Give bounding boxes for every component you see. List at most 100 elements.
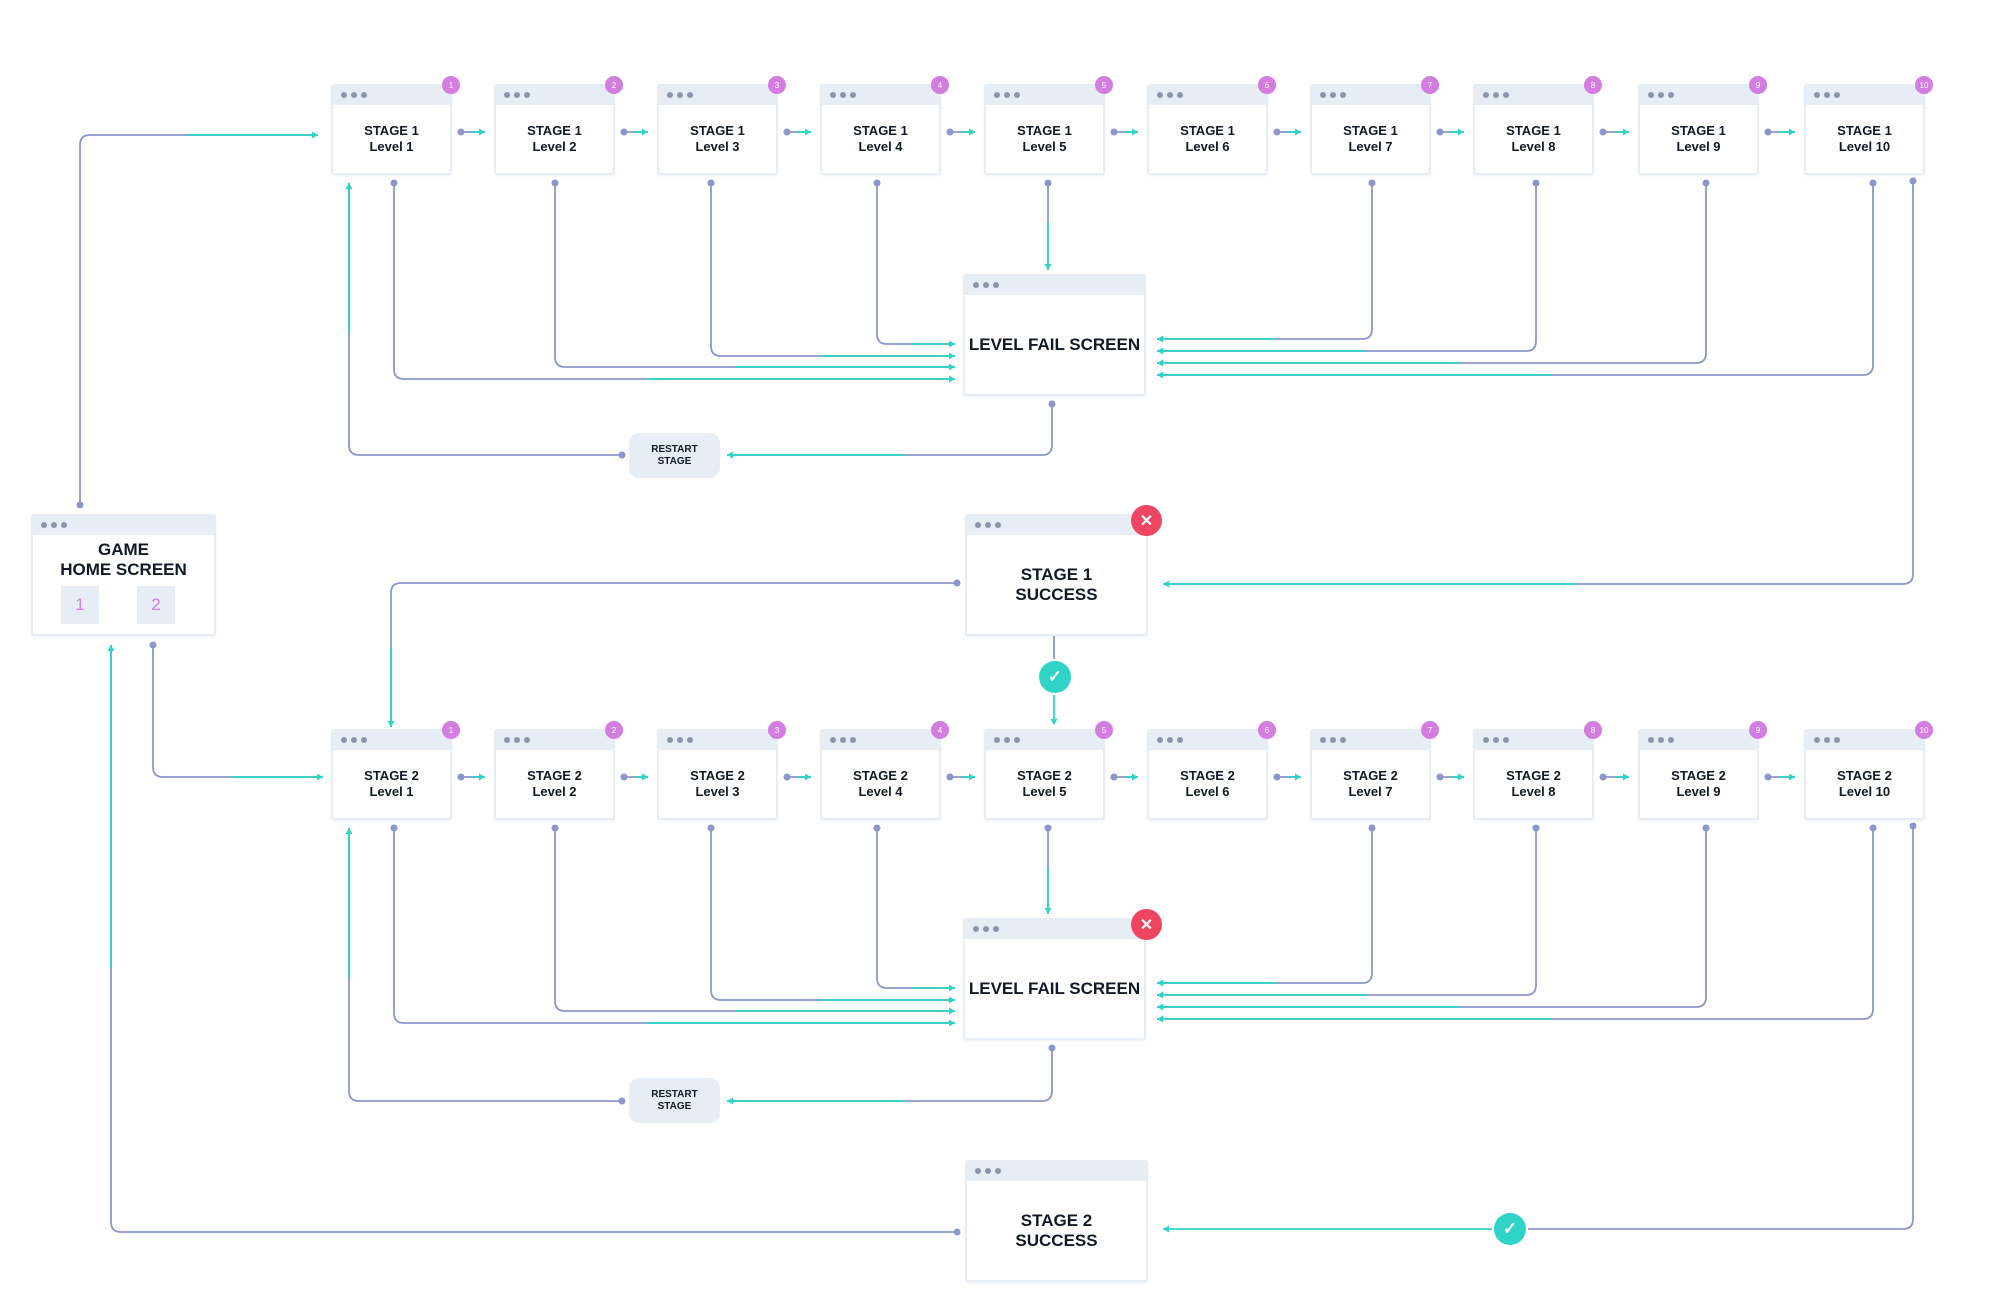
window-dots-icon xyxy=(504,92,530,98)
connector-line xyxy=(348,828,622,1102)
game-home-screen[interactable]: GAME HOME SCREEN 1 2 xyxy=(31,514,216,636)
window-header xyxy=(659,731,776,750)
connector-line xyxy=(1157,828,1707,1008)
stage-2-restart-stage-button[interactable]: RESTART STAGE xyxy=(629,1078,720,1123)
level-number-badge: 10 xyxy=(1915,721,1933,739)
level-number-badge: 8 xyxy=(1584,721,1602,739)
stage-2-button[interactable]: 2 xyxy=(137,586,175,624)
level-number-badge: 9 xyxy=(1749,76,1767,94)
connector-line xyxy=(1157,828,1373,984)
level-stage-label: STAGE 1 xyxy=(1837,123,1892,138)
connector-arrowhead xyxy=(1132,773,1138,781)
level-label: Level 5 xyxy=(1022,784,1067,799)
window-header xyxy=(965,920,1144,939)
window-header xyxy=(967,1162,1146,1181)
stage-2-level-fail-screen[interactable]: LEVEL FAIL SCREEN xyxy=(963,918,1146,1040)
connector-arrowhead xyxy=(949,1007,955,1015)
level-label: Level 9 xyxy=(1676,139,1721,154)
level-stage-label: STAGE 1 xyxy=(1343,123,1398,138)
level-stage-label: STAGE 2 xyxy=(1180,768,1235,783)
level-number-badge: 7 xyxy=(1421,76,1439,94)
level-label: Level 1 xyxy=(369,784,414,799)
level-stage-label: STAGE 2 xyxy=(1343,768,1398,783)
level-stage-label: STAGE 2 xyxy=(1837,768,1892,783)
connector-line xyxy=(1157,828,1537,996)
restart-label-line1: RESTART xyxy=(651,443,698,455)
level-label: Level 9 xyxy=(1676,784,1721,799)
connector-line xyxy=(710,183,955,357)
level-label: Level 5 xyxy=(1022,139,1067,154)
connector-line xyxy=(1157,183,1707,364)
level-number-badge: 3 xyxy=(768,721,786,739)
success-line1: STAGE 2 xyxy=(1020,1210,1093,1230)
stage-1-level-fail-screen[interactable]: LEVEL FAIL SCREEN xyxy=(963,274,1146,396)
connector-arrowhead xyxy=(1157,335,1163,343)
level-label: Level 2 xyxy=(532,139,577,154)
connector-line xyxy=(876,183,955,345)
connector-line xyxy=(393,828,955,1024)
window-header xyxy=(967,516,1146,535)
connector-arrowhead xyxy=(345,828,353,834)
window-header xyxy=(496,86,613,105)
connector-line xyxy=(1157,183,1537,352)
connector-line xyxy=(727,404,1053,456)
connector-arrowhead xyxy=(387,721,395,727)
success-line2: SUCCESS xyxy=(1015,1230,1098,1250)
home-title: GAME HOME SCREEN xyxy=(33,540,214,580)
level-number-badge: 4 xyxy=(931,721,949,739)
window-header xyxy=(1640,731,1757,750)
connector-arrowhead xyxy=(1295,128,1301,136)
connector-line xyxy=(79,134,318,505)
connector-arrowhead xyxy=(1163,1225,1169,1233)
window-dots-icon xyxy=(1320,737,1346,743)
connector-arrowhead xyxy=(969,773,975,781)
level-stage-label: STAGE 1 xyxy=(364,123,419,138)
level-label: Level 1 xyxy=(369,139,414,154)
stage-1-restart-stage-button[interactable]: RESTART STAGE xyxy=(629,433,720,478)
window-header xyxy=(1640,86,1757,105)
window-dots-icon xyxy=(1157,737,1183,743)
stage-1-button[interactable]: 1 xyxy=(61,586,99,624)
connector-arrowhead xyxy=(1157,991,1163,999)
level-stage-label: STAGE 2 xyxy=(1671,768,1726,783)
stage-2-success-screen[interactable]: STAGE 2 SUCCESS xyxy=(965,1160,1148,1282)
level-number-badge: 4 xyxy=(931,76,949,94)
connector-line xyxy=(554,828,955,1012)
window-dots-icon xyxy=(1157,92,1183,98)
level-stage-label: STAGE 2 xyxy=(853,768,908,783)
window-dots-icon xyxy=(41,522,67,528)
connector-arrowhead xyxy=(1458,128,1464,136)
connector-arrowhead xyxy=(949,984,955,992)
connector-line xyxy=(1528,826,1914,1230)
stage-1-success-screen[interactable]: STAGE 1 SUCCESS xyxy=(965,514,1148,636)
connector-line xyxy=(876,828,955,989)
window-dots-icon xyxy=(975,1168,1001,1174)
connector-arrowhead xyxy=(1458,773,1464,781)
connector-arrowhead xyxy=(1295,773,1301,781)
connector-line xyxy=(727,1048,1053,1102)
window-dots-icon xyxy=(341,737,367,743)
level-label: Level 10 xyxy=(1838,139,1891,154)
level-label: Level 4 xyxy=(858,139,903,154)
